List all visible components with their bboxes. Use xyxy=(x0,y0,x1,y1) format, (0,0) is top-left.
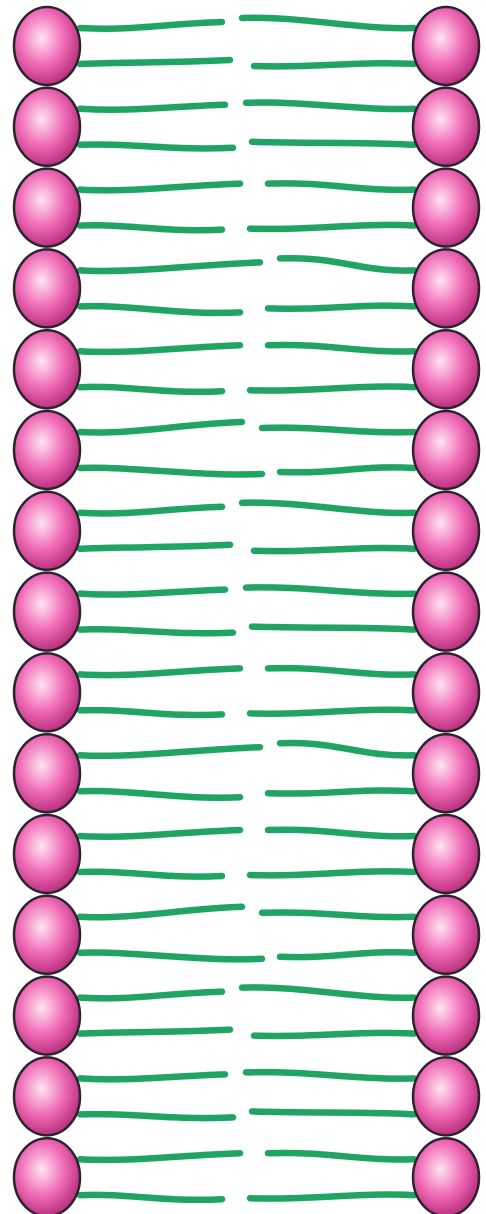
fatty-acid-tail xyxy=(250,710,414,714)
fatty-acid-tail xyxy=(80,1074,225,1079)
fatty-acid-tail xyxy=(80,1114,233,1118)
fatty-acid-tail xyxy=(252,1111,414,1114)
fatty-acid-tail xyxy=(80,262,260,271)
fatty-acid-tail xyxy=(80,907,242,918)
fatty-acid-tail xyxy=(80,22,222,29)
fatty-acid-tail xyxy=(80,791,240,798)
phosphate-head xyxy=(14,896,80,974)
phosphate-head xyxy=(14,492,80,570)
fatty-acid-tail xyxy=(80,144,233,148)
phosphate-head xyxy=(413,88,479,166)
fatty-acid-tail xyxy=(254,63,414,66)
phosphate-head xyxy=(14,88,80,166)
phosphate-head xyxy=(413,7,479,85)
fatty-acid-tail xyxy=(252,627,414,630)
fatty-acid-tail xyxy=(252,142,414,145)
phosphate-head xyxy=(14,249,80,327)
phosphate-head xyxy=(413,977,479,1055)
fatty-acid-tail xyxy=(80,830,240,837)
phosphate-head xyxy=(14,7,80,85)
fatty-acid-tail xyxy=(268,306,414,309)
fatty-acid-tail xyxy=(80,1030,230,1034)
phosphate-head xyxy=(413,815,479,893)
phosphate-head xyxy=(413,169,479,247)
phosphate-head xyxy=(14,734,80,812)
fatty-acid-tail xyxy=(242,987,414,997)
fatty-acid-tail xyxy=(80,747,260,756)
fatty-acid-tail xyxy=(80,1195,222,1200)
fatty-acid-tail xyxy=(80,387,222,392)
fatty-acid-tail xyxy=(80,60,230,64)
fatty-acid-tail xyxy=(280,743,414,755)
fatty-acid-tail xyxy=(80,306,240,313)
fatty-acid-tail xyxy=(280,952,414,957)
fatty-acid-tail xyxy=(254,1033,414,1036)
phosphate-head xyxy=(413,330,479,408)
fatty-acid-tail xyxy=(246,1072,414,1079)
phosphate-head xyxy=(413,492,479,570)
phosphate-head xyxy=(413,896,479,974)
phosphate-head xyxy=(413,411,479,489)
phosphate-head xyxy=(14,1057,80,1135)
fatty-acid-tail xyxy=(246,587,414,594)
fatty-acid-tail xyxy=(80,1153,240,1160)
fatty-acid-tail xyxy=(80,225,222,230)
fatty-acid-tail xyxy=(246,103,414,110)
fatty-acid-tail xyxy=(80,629,233,633)
fatty-acid-tail xyxy=(80,507,222,514)
fatty-acid-tail xyxy=(262,428,414,433)
fatty-acid-tail xyxy=(280,467,414,472)
phosphate-head xyxy=(14,1138,80,1214)
fatty-acid-tail xyxy=(80,105,225,110)
fatty-acid-tail xyxy=(80,992,222,999)
phosphate-head xyxy=(413,653,479,731)
fatty-acid-tail xyxy=(80,345,240,352)
fatty-acid-tail xyxy=(268,790,414,793)
fatty-acid-tail xyxy=(280,258,414,270)
fatty-acid-tail xyxy=(80,590,225,595)
phosphate-head xyxy=(14,573,80,651)
phosphate-head xyxy=(14,169,80,247)
fatty-acid-tail xyxy=(250,1195,414,1199)
phosphate-head xyxy=(413,1057,479,1135)
fatty-acid-tails xyxy=(80,18,414,1200)
fatty-acid-tail xyxy=(262,912,414,917)
phosphate-head xyxy=(413,249,479,327)
fatty-acid-tail xyxy=(80,668,240,675)
phosphate-head xyxy=(14,815,80,893)
phosphate-head xyxy=(14,653,80,731)
fatty-acid-tail xyxy=(80,422,242,433)
fatty-acid-tail xyxy=(242,503,414,513)
fatty-acid-tail xyxy=(80,545,230,549)
fatty-acid-tail xyxy=(268,668,414,675)
fatty-acid-tail xyxy=(268,830,414,837)
fatty-acid-tail xyxy=(250,871,414,875)
fatty-acid-tail xyxy=(80,468,262,475)
phosphate-head xyxy=(413,734,479,812)
fatty-acid-tail xyxy=(80,710,222,715)
phosphate-head xyxy=(413,573,479,651)
phosphate-head xyxy=(14,977,80,1055)
fatty-acid-tail xyxy=(80,953,262,960)
fatty-acid-tail xyxy=(254,548,414,551)
fatty-acid-tail xyxy=(268,345,414,352)
phosphate-head xyxy=(413,1138,479,1214)
fatty-acid-tail xyxy=(250,387,414,391)
fatty-acid-tail xyxy=(268,183,414,190)
fatty-acid-tail xyxy=(268,1153,414,1160)
fatty-acid-tail xyxy=(250,225,414,229)
phosphate-head xyxy=(14,330,80,408)
fatty-acid-tail xyxy=(242,18,414,28)
phosphate-head xyxy=(14,411,80,489)
fatty-acid-tail xyxy=(80,872,222,877)
fatty-acid-tail xyxy=(80,184,240,191)
